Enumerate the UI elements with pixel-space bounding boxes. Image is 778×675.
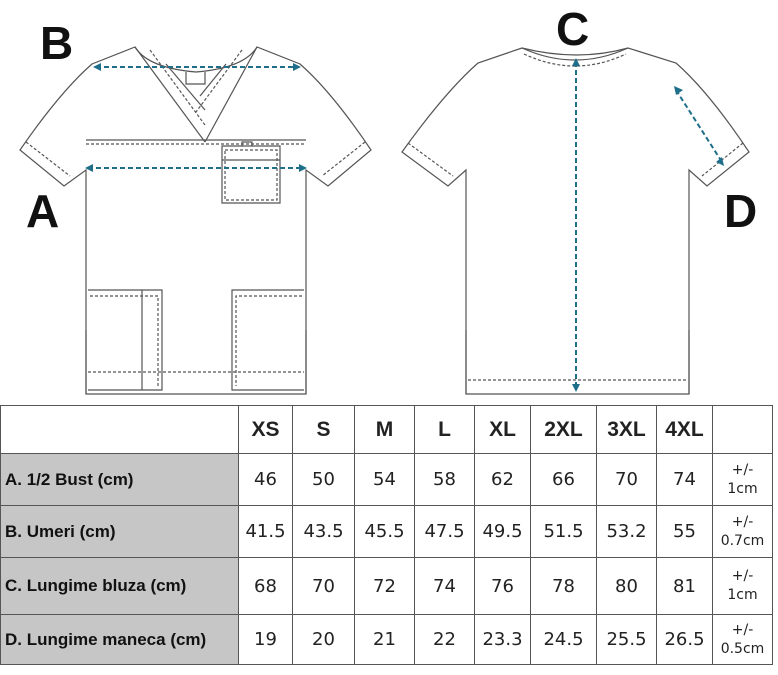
front-view bbox=[19, 46, 372, 395]
label-d: D bbox=[724, 185, 758, 237]
chest-pocket bbox=[221, 145, 281, 204]
cell: 50 bbox=[292, 453, 355, 506]
back-collar bbox=[521, 47, 629, 61]
cell: 72 bbox=[354, 557, 415, 615]
cell: 22 bbox=[414, 614, 475, 665]
tolerance-cell: +/- 1cm bbox=[712, 453, 773, 506]
cell: 20 bbox=[292, 614, 355, 665]
label-b: B bbox=[40, 17, 74, 69]
tolerance-value: 0.5cm bbox=[720, 640, 765, 657]
back-view bbox=[401, 47, 750, 395]
cell: 53.2 bbox=[596, 505, 657, 558]
tolerance-value: 1cm bbox=[727, 587, 758, 603]
cell: 62 bbox=[474, 453, 531, 506]
cell: 68 bbox=[238, 557, 293, 615]
cell: 80 bbox=[596, 557, 657, 615]
back-measure-lines bbox=[575, 62, 723, 388]
back-body-outline bbox=[401, 47, 750, 395]
cell: 58 bbox=[414, 453, 475, 506]
size-header: XL bbox=[474, 405, 531, 454]
cell: 70 bbox=[292, 557, 355, 615]
front-measure-lines bbox=[88, 66, 304, 169]
tolerance-sign: +/- bbox=[731, 461, 754, 478]
right-lower-pocket bbox=[231, 289, 304, 391]
table-row: B. Umeri (cm) 41.5 43.5 45.5 47.5 49.5 5… bbox=[0, 505, 773, 558]
cell: 76 bbox=[474, 557, 531, 615]
row-label: D. Lungime maneca (cm) bbox=[0, 614, 239, 665]
header-blank bbox=[0, 405, 239, 454]
left-lower-pocket bbox=[88, 289, 163, 391]
cell: 21 bbox=[354, 614, 415, 665]
cell: 78 bbox=[530, 557, 597, 615]
size-chart-table: XS S M L XL 2XL 3XL 4XL A. 1/2 Bust (cm)… bbox=[0, 405, 773, 665]
cell: 26.5 bbox=[656, 614, 713, 665]
cell: 74 bbox=[414, 557, 475, 615]
size-header: S bbox=[292, 405, 355, 454]
tolerance-sign: +/- bbox=[731, 568, 754, 585]
front-body-outline bbox=[19, 46, 372, 395]
cell: 66 bbox=[530, 453, 597, 506]
cell: 41.5 bbox=[238, 505, 293, 558]
size-header: L bbox=[414, 405, 475, 454]
cell: 55 bbox=[656, 505, 713, 558]
size-header: M bbox=[354, 405, 415, 454]
size-header: XS bbox=[238, 405, 293, 454]
measure-line-d bbox=[675, 89, 723, 163]
cell: 81 bbox=[656, 557, 713, 615]
cell: 70 bbox=[596, 453, 657, 506]
size-header: 2XL bbox=[530, 405, 597, 454]
tolerance-sign: +/- bbox=[731, 621, 754, 638]
cell: 45.5 bbox=[354, 505, 415, 558]
size-header: 3XL bbox=[596, 405, 657, 454]
cell: 74 bbox=[656, 453, 713, 506]
cell: 23.3 bbox=[474, 614, 531, 665]
garment-diagram: B A C D bbox=[19, 3, 758, 395]
cell: 47.5 bbox=[414, 505, 475, 558]
label-c: C bbox=[556, 3, 590, 55]
cell: 19 bbox=[238, 614, 293, 665]
v-neck bbox=[134, 46, 258, 143]
row-label: A. 1/2 Bust (cm) bbox=[0, 453, 239, 506]
table-row: D. Lungime maneca (cm) 19 20 21 22 23.3 … bbox=[0, 614, 773, 665]
cell: 43.5 bbox=[292, 505, 355, 558]
cell: 49.5 bbox=[474, 505, 531, 558]
cell: 24.5 bbox=[530, 614, 597, 665]
table-row: C. Lungime bluza (cm) 68 70 72 74 76 78 … bbox=[0, 557, 773, 615]
table-row: A. 1/2 Bust (cm) 46 50 54 58 62 66 70 74… bbox=[0, 453, 773, 506]
cell: 25.5 bbox=[596, 614, 657, 665]
row-label: B. Umeri (cm) bbox=[0, 505, 239, 558]
tolerance-value: 0.7cm bbox=[720, 532, 765, 549]
scrub-top-illustration bbox=[19, 46, 750, 395]
row-label: C. Lungime bluza (cm) bbox=[0, 557, 239, 615]
cell: 51.5 bbox=[530, 505, 597, 558]
cell: 54 bbox=[354, 453, 415, 506]
label-a: A bbox=[26, 185, 60, 237]
tolerance-header bbox=[712, 405, 773, 454]
tolerance-cell: +/- 1cm bbox=[712, 557, 773, 615]
tolerance-cell: +/- 0.7cm bbox=[712, 505, 773, 558]
tolerance-cell: +/- 0.5cm bbox=[712, 614, 773, 665]
tolerance-sign: +/- bbox=[731, 513, 754, 530]
tolerance-value: 1cm bbox=[727, 480, 758, 497]
size-header: 4XL bbox=[656, 405, 713, 454]
cell: 46 bbox=[238, 453, 293, 506]
header-row: XS S M L XL 2XL 3XL 4XL bbox=[0, 405, 773, 454]
